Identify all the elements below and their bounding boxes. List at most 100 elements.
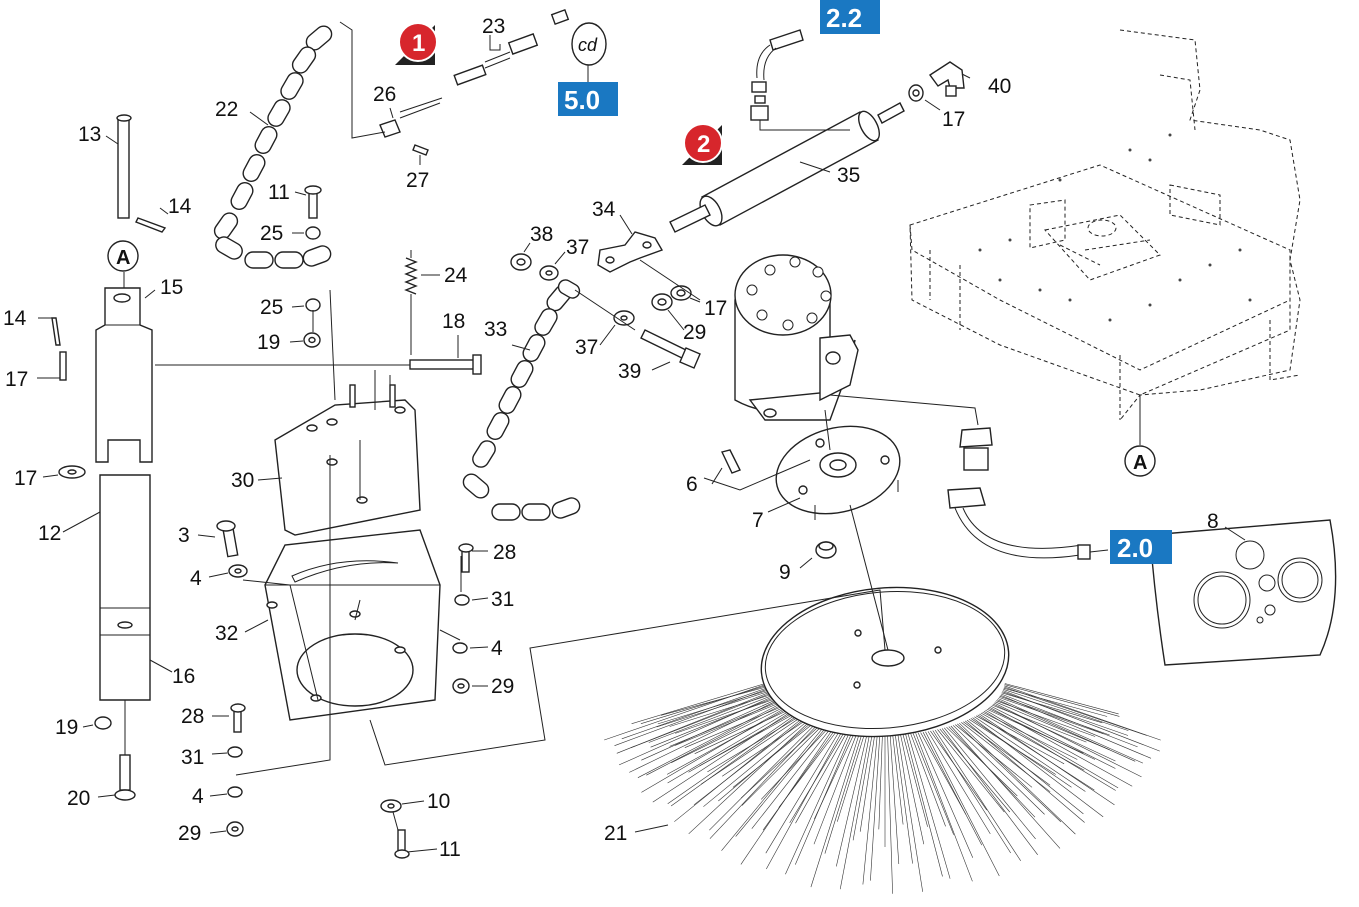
clip-14-lower	[51, 317, 61, 346]
bristle	[670, 716, 796, 807]
bristle	[862, 734, 878, 885]
bristle	[824, 733, 863, 854]
bristle	[751, 728, 831, 829]
bristle	[1002, 691, 1129, 736]
bristle	[1001, 692, 1103, 724]
bristle	[937, 729, 1005, 813]
key-6	[721, 449, 741, 474]
screw-9	[815, 541, 837, 559]
label-29-a: 29	[491, 675, 514, 698]
bolt-28-b	[230, 703, 246, 733]
marker-a-right: A	[1124, 445, 1156, 477]
bristle	[991, 704, 1087, 743]
bristle	[789, 731, 845, 824]
nut-19-left	[94, 716, 112, 730]
bristle	[699, 714, 793, 767]
step-callout-1-text: 1	[412, 30, 425, 57]
bristle	[669, 702, 777, 747]
bristle	[684, 706, 781, 748]
bristle	[870, 734, 881, 881]
label-17-bracket: 17	[704, 297, 727, 320]
bristle	[741, 726, 822, 806]
bristle	[910, 733, 946, 827]
bristle	[621, 687, 767, 740]
step-callout-1: 1	[395, 22, 438, 65]
washer-37-a	[539, 265, 559, 281]
nut-19-mid	[303, 332, 321, 348]
label-38: 38	[530, 223, 553, 246]
bristle	[941, 728, 1038, 855]
label-37-lower: 37	[575, 336, 598, 359]
label-31-b: 31	[181, 746, 204, 769]
label-17-washer: 17	[14, 467, 37, 490]
bristle	[732, 723, 813, 788]
bristle	[1000, 694, 1152, 759]
label-39: 39	[618, 360, 641, 383]
bolt-39	[640, 329, 701, 369]
bristle	[939, 728, 1011, 813]
label-17-cylinder: 17	[942, 108, 965, 131]
bristle	[905, 734, 943, 877]
bristle	[618, 697, 772, 766]
bristle	[1004, 684, 1120, 717]
clip-14-upper	[135, 217, 167, 233]
label-29-b: 29	[178, 822, 201, 845]
washer-4-a	[228, 564, 248, 578]
label-22: 22	[215, 98, 238, 121]
bristle	[987, 707, 1096, 760]
label-33: 33	[484, 318, 507, 341]
pin-13	[116, 114, 132, 219]
bristle	[852, 734, 873, 841]
washer-17-left	[58, 465, 86, 479]
chain-33	[462, 279, 581, 521]
bristle	[722, 720, 805, 777]
fitting-motor	[829, 394, 993, 471]
bolt-18	[409, 354, 482, 375]
bristle	[997, 698, 1144, 764]
bristle	[972, 717, 1104, 818]
bristle	[934, 729, 1021, 861]
frame-dots	[978, 133, 1252, 322]
bolt-11-upper	[304, 185, 322, 219]
bristle	[932, 730, 1011, 854]
bristle	[907, 733, 951, 879]
label-19-left: 19	[55, 716, 78, 739]
label-sheet-8	[1149, 519, 1337, 666]
label-21: 21	[604, 822, 627, 845]
bristle	[703, 721, 807, 807]
label-28-b: 28	[181, 705, 204, 728]
bristle	[656, 691, 768, 728]
label-4-b: 4	[491, 637, 503, 660]
label-31-a: 31	[491, 588, 514, 611]
bristle	[1003, 689, 1129, 731]
bristle	[640, 685, 766, 724]
step-callout-2-text: 2	[697, 131, 710, 158]
hydraulic-motor	[734, 254, 859, 421]
label-16: 16	[172, 665, 195, 688]
washer-31-b	[227, 746, 243, 758]
label-9: 9	[779, 561, 791, 584]
bristle	[930, 730, 988, 811]
bristle	[707, 717, 798, 773]
bristle	[765, 730, 840, 854]
label-35: 35	[837, 164, 860, 187]
bristle	[1004, 685, 1161, 741]
bristle	[641, 708, 784, 793]
label-27: 27	[406, 169, 429, 192]
ref-callout-5-0: 5.0	[558, 82, 618, 116]
label-40: 40	[988, 75, 1011, 98]
bristle	[966, 719, 1084, 815]
washer-37-b	[613, 310, 635, 326]
label-24: 24	[444, 264, 468, 287]
label-7: 7	[752, 509, 764, 532]
marker-a-right-label: A	[1133, 452, 1147, 474]
bristle	[989, 706, 1133, 787]
bristle	[839, 734, 870, 890]
ref-callout-2-2: 2.2	[820, 0, 880, 34]
housing-32	[264, 529, 441, 721]
label-10: 10	[427, 790, 450, 813]
washer-17-c	[670, 285, 692, 301]
bristle	[740, 725, 820, 799]
washer-4-c	[227, 786, 243, 798]
bristle	[902, 734, 928, 827]
